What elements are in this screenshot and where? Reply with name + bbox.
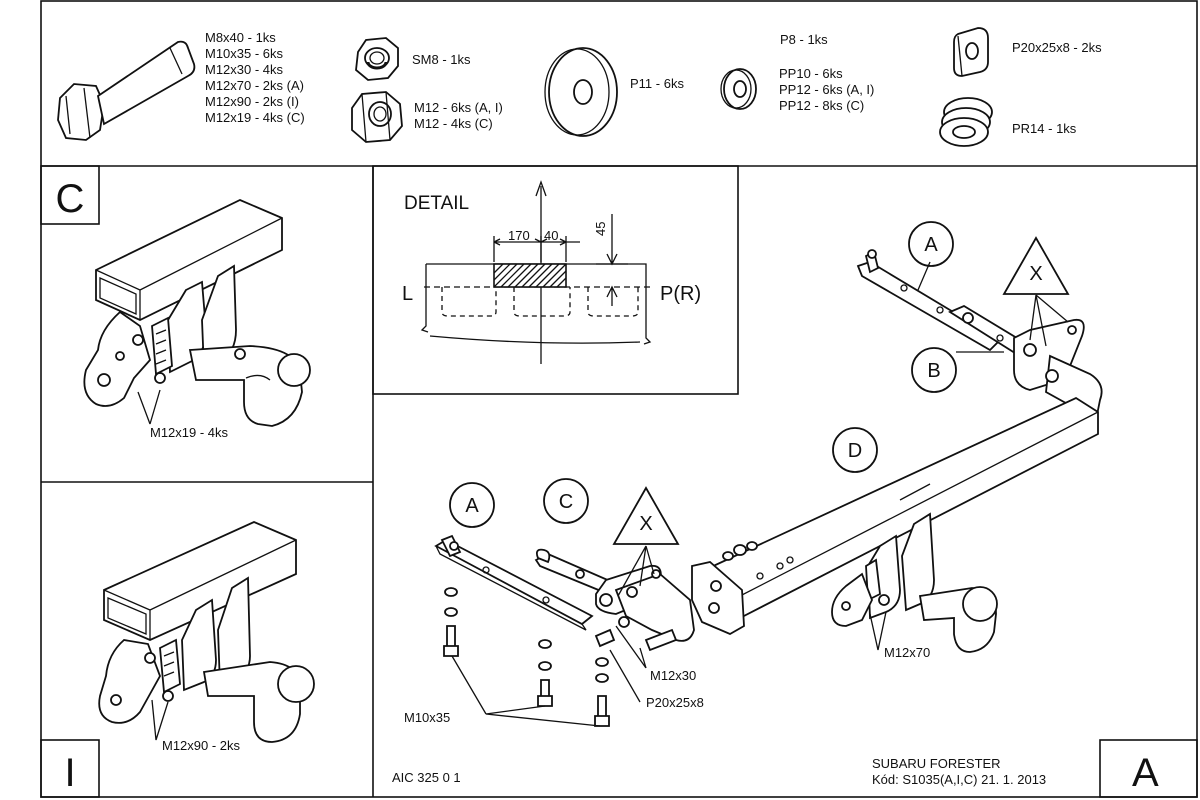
upper-bracket-a [856,249,1002,352]
dim-40-label: 40 [544,228,558,243]
bolt-list-item: M12x90 - 2ks (I) [205,94,299,109]
label-circle-a-lower: A [449,482,495,528]
washer-pp-label: PP10 - 6ks [779,66,843,81]
nut-m12-label: M12 - 6ks (A, I) [414,100,503,115]
spring-pr14-label: PR14 - 1ks [1012,121,1077,136]
washer-pp-label: PP12 - 8ks (C) [779,98,864,113]
label-triangle-x-upper: X [1002,236,1070,295]
panel-c-letter: C [56,177,85,221]
washer-p11-label: P11 - 6ks [630,76,684,91]
svg-text:X: X [1029,263,1042,285]
large-washer-icon [544,47,618,137]
lower-bracket-a [434,534,594,631]
dim-45-label: 45 [593,222,608,236]
drawing-frame [40,0,1198,798]
nut-m12-label: M12 - 4ks (C) [414,116,493,131]
dim-170-label: 170 [508,228,530,243]
detail-panel: DETAIL 170 40 45 L P(R) [402,180,701,364]
washer-p8-label: P8 - 1ks [780,32,828,47]
bolt-list-item: M12x30 - 4ks [205,62,284,77]
drawing-number: AIC 325 0 1 [392,770,461,785]
spring-washer-icon [939,97,993,147]
beam-end-plate [691,561,745,636]
panel-c: C M12x19 - 4ks [40,165,311,440]
panel-i-bolt-callout: M12x90 - 2ks [162,738,241,753]
svg-text:B: B [927,360,940,382]
label-circle-d: D [832,427,878,473]
panel-i: I M12x90 - 2ks [40,521,315,798]
bolt-list-item: M12x19 - 4ks (C) [205,110,305,125]
panel-c-letter-box [40,165,100,225]
lower-side-plate [595,564,695,642]
bolt-m12x30-icon [644,628,678,652]
svg-text:X: X [639,513,652,535]
leader-line [869,611,887,651]
small-washer-icon [720,68,757,110]
bolt-list-item: M8x40 - 1ks [205,30,276,45]
bolt-list: M8x40 - 1ks M10x35 - 6ks M12x30 - 4ks M1… [205,30,305,125]
detail-side-left: L [402,283,413,305]
fastener-stack-middle [537,639,553,707]
hatched-cut-area [493,263,567,288]
plate-p20-label: P20x25x8 - 2ks [1012,40,1102,55]
bolt-list-item: M12x70 - 2ks (A) [205,78,304,93]
svg-text:D: D [848,440,862,462]
washer-stack-top [722,541,758,561]
svg-text:C: C [559,491,573,513]
detail-title: DETAIL [404,193,469,214]
hex-nut-icon [351,91,403,143]
label-circle-a-upper: A [908,221,954,267]
label-circle-b: B [911,347,957,393]
ball-mount-a [831,512,998,653]
leader-line [151,699,169,741]
towbar-c-drawing [83,199,311,427]
nut-sm8-label: SM8 - 1ks [412,52,471,67]
hex-bolt-icon [57,40,196,141]
washer-pp-label: PP12 - 6ks (A, I) [779,82,874,97]
panel-c-bolt-callout: M12x19 - 4ks [150,425,229,440]
svg-text:A: A [465,495,479,517]
label-circle-c: C [543,478,589,524]
towbar-i-drawing [98,521,315,743]
upper-side-plate [1013,318,1103,422]
fastener-stack-right [594,628,616,727]
main-letter-box [1099,739,1198,798]
title-vehicle: SUBARU FORESTER [872,756,1001,771]
callout-p20x25x8: P20x25x8 [646,695,704,710]
main-assembly: A [392,221,1198,798]
panel-i-letter: I [64,751,75,795]
fastener-stack-left [443,587,459,657]
square-plate-icon [953,27,989,77]
svg-text:A: A [924,234,938,256]
bolt-list-item: M10x35 - 6ks [205,46,284,61]
leader-line [137,389,161,425]
panel-i-letter-box [40,739,100,798]
callout-m12x30: M12x30 [650,668,696,683]
lock-nut-icon [355,37,399,81]
parts-legend: M8x40 - 1ks M10x35 - 6ks M12x30 - 4ks M1… [57,27,1102,147]
callout-m12x70: M12x70 [884,645,930,660]
main-letter: A [1132,751,1159,795]
label-triangle-x-lower: X [612,486,680,545]
title-code: Kód: S1035(A,I,C) 21. 1. 2013 [872,772,1046,787]
callout-m10x35: M10x35 [404,710,450,725]
detail-side-right: P(R) [660,283,701,305]
